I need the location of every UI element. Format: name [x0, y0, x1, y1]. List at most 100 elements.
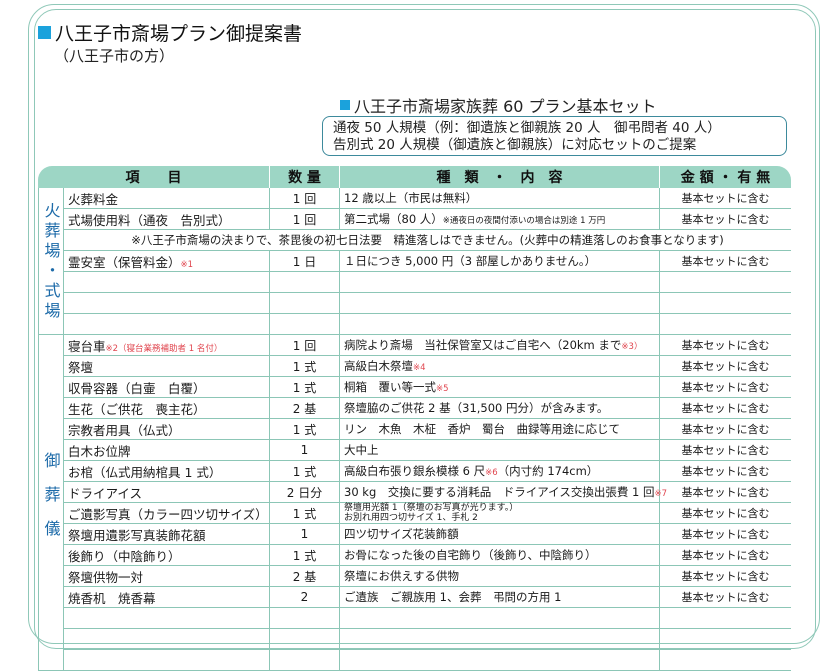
empty-cell	[64, 650, 270, 671]
table-row-empty	[38, 629, 791, 650]
row-desc: 祭壇にお供えする供物	[340, 566, 660, 587]
row-qty: 1 式	[270, 419, 340, 440]
scale-line-2: 告別式 20 人規模（御遺族と御親族）に対応セットのご提案	[333, 137, 697, 153]
empty-cell	[64, 314, 270, 335]
table-row: 祭壇 1 式 高級白木祭壇※4 基本セットに含む	[38, 356, 791, 377]
row-desc: 祭壇用光額 1（祭壇のお写真が光ります。）お別れ用四つ切サイズ 1、手札 2	[340, 503, 660, 524]
row-price: 基本セットに含む	[660, 545, 791, 566]
row-price: 基本セットに含む	[660, 566, 791, 587]
row-qty: 1	[270, 524, 340, 545]
table-row: 生花（ご供花 喪主花） 2 基 祭壇脇のご供花 2 基（31,500 円分）が含…	[38, 398, 791, 419]
row-price: 基本セットに含む	[660, 335, 791, 356]
empty-cell	[660, 314, 791, 335]
empty-cell	[270, 314, 340, 335]
empty-cell	[270, 272, 340, 293]
row-price: 基本セットに含む	[660, 482, 791, 503]
row-qty: 2 日分	[270, 482, 340, 503]
row-desc: 12 歳以上（市民は無料）	[340, 188, 660, 209]
row-price: 基本セットに含む	[660, 188, 791, 209]
row-desc: 第二式場（80 人）※通夜日の夜間付添いの場合は別途 1 万円	[340, 209, 660, 230]
table-row: 式場使用料（通夜 告別式） 1 回 第二式場（80 人）※通夜日の夜間付添いの場…	[38, 209, 791, 230]
row-item: 祭壇用遺影写真装飾花額	[64, 524, 270, 545]
table-row: ドライアイス 2 日分 30 kg 交換に要する消耗品 ドライアイス交換出張費 …	[38, 482, 791, 503]
row-qty: 2	[270, 587, 340, 608]
row-desc-main: 高級白布張り銀糸模様 6 尺	[344, 464, 486, 478]
row-qty: 2 基	[270, 398, 340, 419]
empty-cell	[660, 608, 791, 629]
row-item-note: ※2（寝台業務補助者 1 名付）	[105, 343, 223, 354]
row-desc-main: 病院より斎場 当社保管室又はご自宅へ（20km まで	[344, 338, 622, 352]
row-price: 基本セットに含む	[660, 461, 791, 482]
row-item: 火葬料金	[64, 188, 270, 209]
empty-cell	[660, 629, 791, 650]
empty-cell	[660, 650, 791, 671]
document-title: 八王子市斎場プラン御提案書	[38, 19, 302, 46]
row-desc: 大中上	[340, 440, 660, 461]
header-item: 項 目	[38, 166, 270, 188]
document-title-text: 八王子市斎場プラン御提案書	[55, 23, 303, 45]
empty-cell	[64, 272, 270, 293]
empty-cell	[340, 629, 660, 650]
row-item: 収骨容器（白壷 白覆）	[64, 377, 270, 398]
row-desc: 高級白木祭壇※4	[340, 356, 660, 377]
table-row-empty	[38, 272, 791, 293]
empty-cell	[660, 272, 791, 293]
row-item: 祭壇供物一対	[64, 566, 270, 587]
scale-box: 通夜 50 人規模（例：御遺族と御親族 20 人 御弔問者 40 人） 告別式 …	[322, 116, 787, 156]
row-desc-mark: ※6	[485, 468, 498, 478]
empty-cell	[340, 314, 660, 335]
note-row-text: ※八王子市斎場の決まりで、茶毘後の初七日法要 精進落しはできません。(火葬中の精…	[64, 230, 791, 251]
row-item: ご遺影写真（カラー四ツ切サイズ）	[64, 503, 270, 524]
row-desc: 四ツ切サイズ花装飾額	[340, 524, 660, 545]
row-qty: 1 式	[270, 377, 340, 398]
row-price: 基本セットに含む	[660, 587, 791, 608]
table-row-empty	[38, 608, 791, 629]
empty-cell	[340, 293, 660, 314]
row-desc: リン 木魚 木柾 香炉 蜀台 曲録等用途に応じて	[340, 419, 660, 440]
row-price: 基本セットに含む	[660, 398, 791, 419]
row-item: 生花（ご供花 喪主花）	[64, 398, 270, 419]
table-row: 収骨容器（白壷 白覆） 1 式 桐箱 覆い等一式※5 基本セットに含む	[38, 377, 791, 398]
blue-square-icon	[340, 100, 350, 110]
row-item: お棺（仏式用納棺具 1 式）	[64, 461, 270, 482]
scale-line-1: 通夜 50 人規模（例：御遺族と御親族 20 人 御弔問者 40 人）	[333, 120, 721, 136]
row-qty: 1 式	[270, 503, 340, 524]
table-row: お棺（仏式用納棺具 1 式） 1 式 高級白布張り銀糸模様 6 尺※6（内寸約 …	[38, 461, 791, 482]
row-item-note: ※1	[180, 259, 194, 270]
row-qty: 1 回	[270, 335, 340, 356]
row-qty: 1 式	[270, 356, 340, 377]
table-row: 後飾り（中陰飾り） 1 式 お骨になった後の自宅飾り（後飾り、中陰飾り） 基本セ…	[38, 545, 791, 566]
table-row: 祭壇用遺影写真装飾花額 1 四ツ切サイズ花装飾額 基本セットに含む	[38, 524, 791, 545]
row-desc-line-2: お別れ用四つ切サイズ 1、手札 2	[344, 513, 478, 523]
empty-cell	[270, 629, 340, 650]
row-item-text: 霊安室（保管料金）	[68, 254, 181, 270]
table-row: 焼香机 焼香幕 2 ご遺族 ご親族用 1、会葬 弔問の方用 1 基本セットに含む	[38, 587, 791, 608]
row-qty: 1 回	[270, 209, 340, 230]
table-row-empty	[38, 314, 791, 335]
page-frame-outer	[28, 4, 820, 644]
row-price: 基本セットに含む	[660, 209, 791, 230]
row-desc: お骨になった後の自宅飾り（後飾り、中陰飾り）	[340, 545, 660, 566]
row-price: 基本セットに含む	[660, 440, 791, 461]
row-item-text: 寝台車	[68, 338, 106, 354]
blue-square-icon	[38, 26, 51, 39]
empty-cell	[340, 272, 660, 293]
row-item: 焼香机 焼香幕	[64, 587, 270, 608]
table-row: 宗教者用具（仏式） 1 式 リン 木魚 木柾 香炉 蜀台 曲録等用途に応じて 基…	[38, 419, 791, 440]
section-label-cremation: 火葬場・式場	[38, 188, 64, 335]
row-item: 祭壇	[64, 356, 270, 377]
row-desc-main: 30 kg 交換に要する消耗品 ドライアイス交換出張費 1 回	[344, 485, 655, 499]
plan-title-text: 八王子市斎場家族葬 60 プラン基本セット	[354, 97, 657, 116]
row-item: 霊安室（保管料金）※1	[64, 251, 270, 272]
row-qty: 1 式	[270, 545, 340, 566]
empty-cell	[64, 293, 270, 314]
empty-cell	[270, 650, 340, 671]
table-row-empty	[38, 650, 791, 671]
row-item: 宗教者用具（仏式）	[64, 419, 270, 440]
row-item: 後飾り（中陰飾り）	[64, 545, 270, 566]
row-desc-mark: ※4	[413, 363, 426, 373]
table-note-row: ※八王子市斎場の決まりで、茶毘後の初七日法要 精進落しはできません。(火葬中の精…	[38, 230, 791, 251]
empty-cell	[340, 608, 660, 629]
row-item: 寝台車※2（寝台業務補助者 1 名付）	[64, 335, 270, 356]
row-desc-line-1: 祭壇用光額 1（祭壇のお写真が光ります。）	[344, 503, 519, 513]
